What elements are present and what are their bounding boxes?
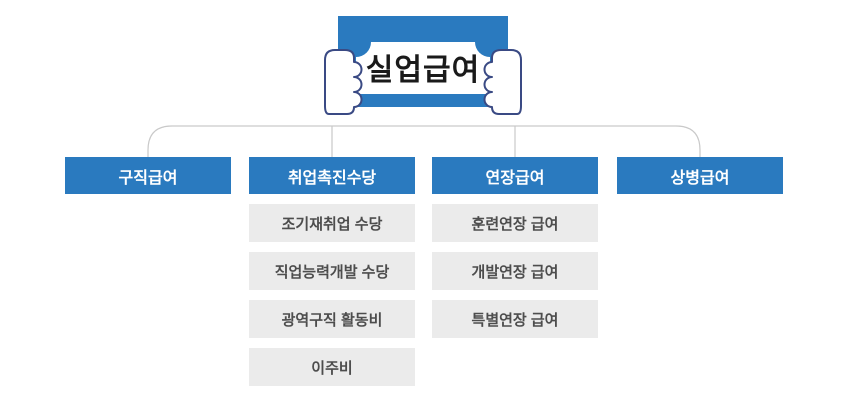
subitem-special-extended-benefit: 특별연장 급여: [432, 300, 598, 338]
subitem-early-reemployment-allowance: 조기재취업 수당: [249, 204, 415, 242]
hand-right-icon: [483, 49, 522, 115]
subitem-vocational-ability-development-allowance: 직업능력개발 수당: [249, 252, 415, 290]
banner-illustration: 실업급여: [323, 6, 523, 120]
hand-left-icon: [324, 49, 363, 115]
banner-frame: [338, 16, 508, 107]
chart-root-title: 실업급여: [365, 54, 481, 87]
header-job-seeking-benefit: 구직급여: [65, 157, 231, 194]
header-extended-benefit: 연장급여: [432, 157, 598, 194]
subitem-wide-area-job-seeking-expenses: 광역구직 활동비: [249, 300, 415, 338]
header-employment-promotion-allowance: 취업촉진수당: [249, 157, 415, 194]
header-sickness-benefit: 상병급여: [617, 157, 783, 194]
subitem-development-extended-benefit: 개발연장 급여: [432, 252, 598, 290]
subitem-relocation-expenses: 이주비: [249, 348, 415, 386]
subitem-training-extended-benefit: 훈련연장 급여: [432, 204, 598, 242]
